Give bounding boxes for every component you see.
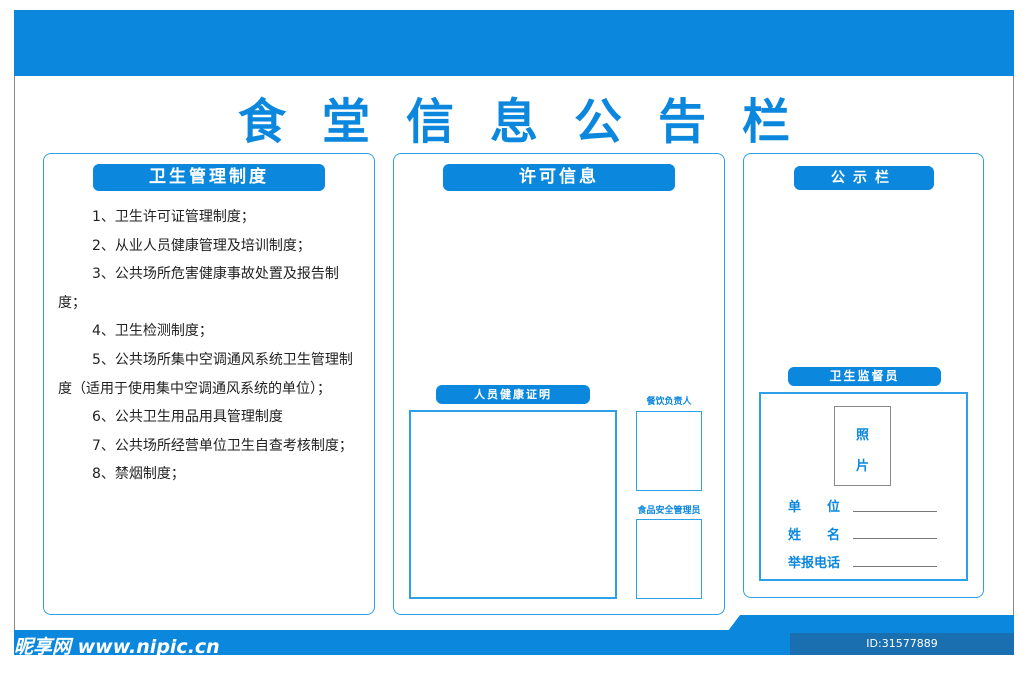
top-band — [14, 10, 1014, 76]
license-panel — [393, 153, 725, 615]
hygiene-list: 1、卫生许可证管理制度； 2、从业人员健康管理及培训制度； 3、公共场所危害健康… — [58, 203, 363, 489]
list-item: 5、公共场所集中空调通风系统卫生管理制度（适用于使用集中空调通风系统的单位）； — [58, 351, 353, 397]
photo-placeholder: 照 片 — [834, 406, 891, 486]
hygiene-panel — [43, 153, 375, 615]
watermark-id: ID:31577889 NO:20210713195109833103 — [790, 633, 1014, 672]
list-item: 3、公共场所危害健康事故处置及报告制度； — [58, 266, 339, 311]
health-cert-box — [409, 410, 617, 599]
page-title: 食堂信息公告栏 — [237, 94, 826, 150]
food-safety-box — [636, 519, 702, 599]
name-label: 姓 名 — [788, 528, 841, 543]
notice-heading: 公示栏 — [794, 166, 934, 190]
board — [14, 10, 1014, 655]
unit-field[interactable] — [853, 511, 937, 512]
hotline-field[interactable] — [853, 566, 937, 567]
list-item: 2、从业人员健康管理及培训制度； — [92, 237, 311, 254]
list-item: 1、卫生许可证管理制度； — [92, 209, 255, 225]
inspector-card — [759, 392, 968, 581]
list-item: 7、公共场所经营单位卫生自查考核制度； — [92, 437, 353, 454]
hygiene-heading: 卫生管理制度 — [93, 164, 325, 191]
list-item: 4、卫生检测制度； — [92, 323, 213, 340]
notice-panel — [743, 153, 984, 598]
bottom-wedge — [728, 615, 1014, 631]
food-safety-label: 食品安全管理员 — [637, 506, 701, 516]
name-field[interactable] — [853, 538, 937, 539]
catering-head-box — [636, 411, 702, 491]
photo-char: 片 — [855, 459, 869, 474]
catering-head-label: 餐饮负责人 — [646, 397, 692, 407]
license-heading: 许可信息 — [443, 164, 675, 191]
inspector-label: 卫生监督员 — [788, 367, 941, 386]
list-item: 6、公共卫生用品用具管理制度 — [92, 409, 283, 426]
health-cert-label: 人员健康证明 — [436, 385, 590, 404]
hotline-label: 举报电话 — [788, 556, 841, 571]
photo-char: 照 — [855, 428, 869, 443]
watermark-logo: 昵享网 www.nipic.cn — [14, 636, 220, 658]
list-item: 8、禁烟制度； — [92, 466, 185, 483]
unit-label: 单 位 — [788, 500, 841, 515]
